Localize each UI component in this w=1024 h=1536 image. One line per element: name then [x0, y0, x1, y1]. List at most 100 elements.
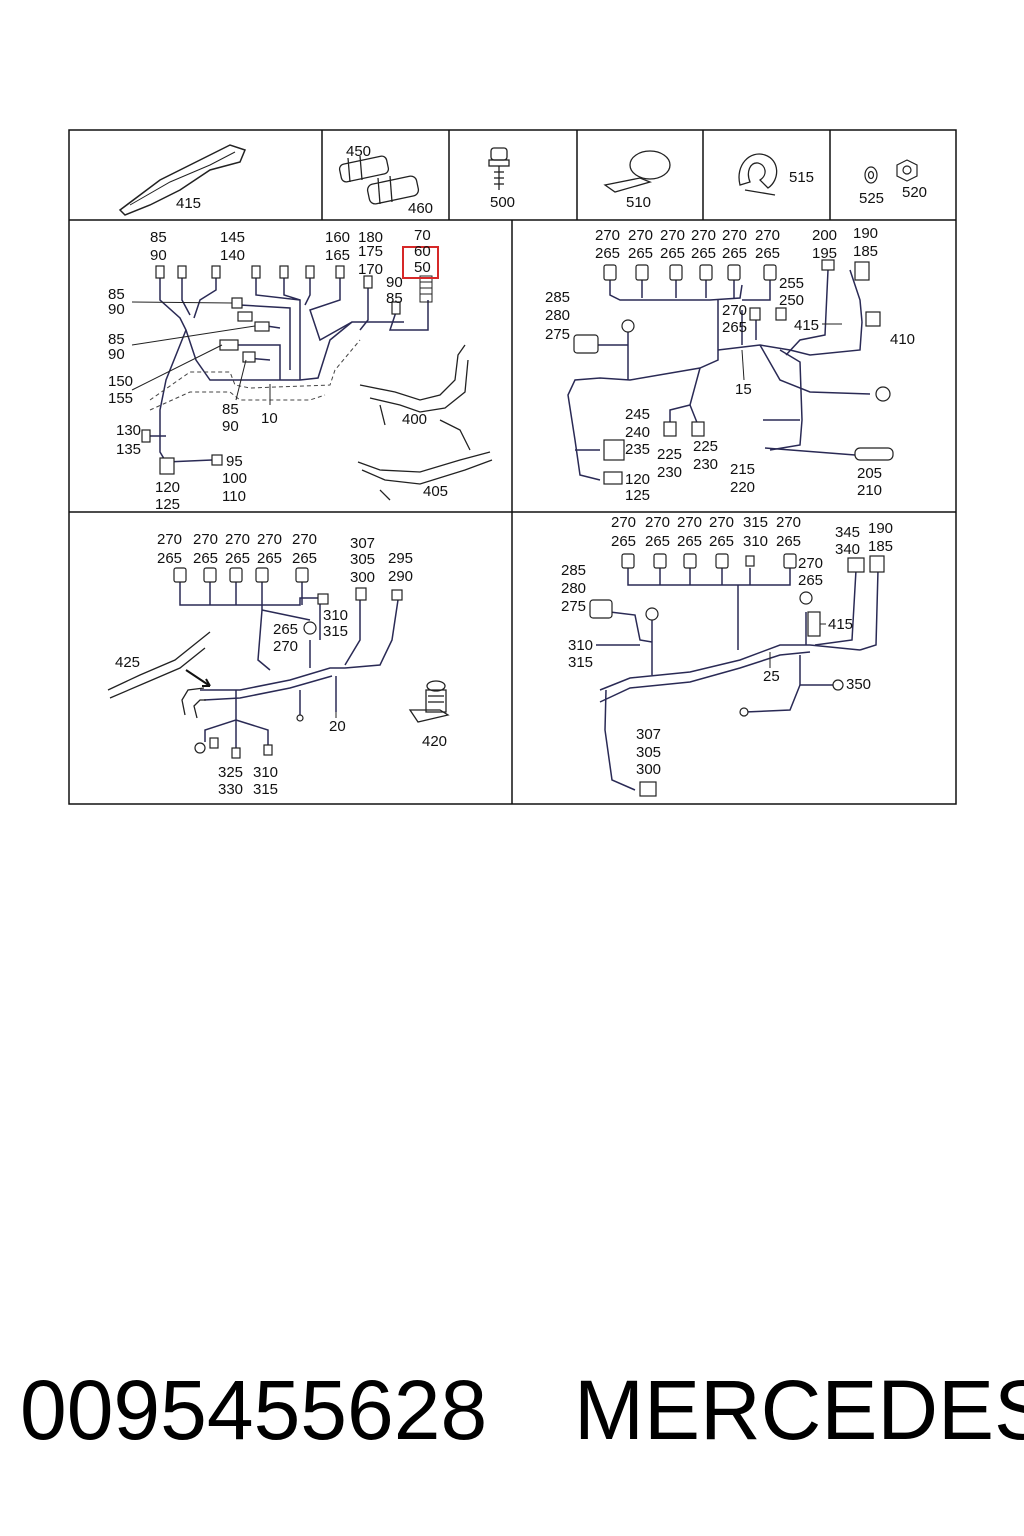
label-135: 135 — [116, 441, 141, 458]
label-450: 450 — [346, 143, 371, 160]
connectors-br — [589, 553, 885, 797]
label-305-bl: 305 — [350, 551, 375, 568]
label-130: 130 — [116, 422, 141, 439]
panel-top-left: 85 90 145 140 160 165 180 175 170 70 60 … — [108, 227, 493, 513]
wiring-channel-drawing — [118, 144, 247, 216]
leader-lines-tl — [131, 301, 271, 405]
label-200: 200 — [812, 227, 837, 244]
label-270-bl-2: 270 — [193, 531, 218, 548]
connector-sleeve-450 — [338, 155, 390, 183]
label-190-br: 190 — [868, 520, 893, 537]
label-90-c: 90 — [222, 418, 239, 435]
label-85-side: 85 — [386, 290, 403, 307]
part-500-cell: 500 — [488, 147, 515, 211]
label-350: 350 — [846, 676, 871, 693]
label-125: 125 — [155, 496, 180, 513]
label-210: 210 — [857, 482, 882, 499]
label-315-bl-a: 315 — [323, 623, 348, 640]
label-155: 155 — [108, 390, 133, 407]
label-90-b: 90 — [108, 346, 125, 363]
label-270-br-side: 270 — [798, 555, 823, 572]
label-270-side: 270 — [722, 302, 747, 319]
label-265-bl-4: 265 — [257, 550, 282, 567]
label-20: 20 — [329, 718, 346, 735]
label-265-br-4: 265 — [709, 533, 734, 550]
label-425: 425 — [115, 654, 140, 671]
label-270-5: 270 — [722, 227, 747, 244]
label-165: 165 — [325, 247, 350, 264]
label-240: 240 — [625, 424, 650, 441]
label-265-2: 265 — [628, 245, 653, 262]
label-300-br: 300 — [636, 761, 661, 778]
brand-name: MERCEDES — [574, 1363, 1024, 1457]
label-270-br-3: 270 — [677, 514, 702, 531]
label-270-2: 270 — [628, 227, 653, 244]
label-70: 70 — [414, 227, 431, 244]
label-235: 235 — [625, 441, 650, 458]
panel-bottom-left: 270 270 270 270 270 265 265 265 265 265 … — [107, 531, 450, 798]
label-270-br-4: 270 — [709, 514, 734, 531]
label-60: 60 — [414, 243, 431, 260]
label-310-br-top: 310 — [743, 533, 768, 550]
label-270-br-5: 270 — [776, 514, 801, 531]
label-295: 295 — [388, 550, 413, 567]
label-265-bl-1: 265 — [157, 550, 182, 567]
label-290: 290 — [388, 568, 413, 585]
label-420: 420 — [422, 733, 447, 750]
label-305-br: 305 — [636, 744, 661, 761]
label-510: 510 — [626, 194, 651, 211]
harness-wires-br — [596, 568, 879, 791]
label-245: 245 — [625, 406, 650, 423]
label-270-1: 270 — [595, 227, 620, 244]
part-number: 0095455628 — [20, 1363, 488, 1457]
bolt-500-icon — [488, 147, 510, 190]
panel-bottom-right: 270 270 270 270 315 270 265 265 265 265 … — [561, 514, 893, 797]
label-315-bl-b: 315 — [253, 781, 278, 798]
diagram-frame — [68, 129, 957, 805]
label-315-br-top: 315 — [743, 514, 768, 531]
connectors-tr — [573, 259, 894, 485]
label-307-bl: 307 — [350, 535, 375, 552]
label-415: 415 — [176, 195, 201, 212]
washer-525-icon — [864, 166, 878, 184]
panel-top-right: 270 270 270 270 270 270 265 265 265 265 … — [545, 225, 915, 504]
relay-50-60-70 — [419, 275, 433, 303]
leader-lines-tr — [741, 323, 842, 381]
part-400-channel — [359, 344, 469, 426]
label-100: 100 — [222, 470, 247, 487]
label-315-br: 315 — [568, 654, 593, 671]
hose-elbow — [181, 687, 206, 719]
label-265-5: 265 — [722, 245, 747, 262]
wiring-diagram-sheet: 415 450 460 500 510 — [68, 129, 957, 805]
dashed-outline-tl — [149, 339, 361, 411]
label-525: 525 — [859, 190, 884, 207]
label-270-4: 270 — [691, 227, 716, 244]
label-265-br-side: 265 — [798, 572, 823, 589]
part-420-icon — [408, 680, 450, 723]
harness-wires-tr — [567, 269, 871, 481]
harness-wires-tl — [145, 278, 429, 463]
label-285-br: 285 — [561, 562, 586, 579]
label-140: 140 — [220, 247, 245, 264]
label-85-top: 85 — [150, 229, 167, 246]
label-285: 285 — [545, 289, 570, 306]
label-265-4: 265 — [691, 245, 716, 262]
label-85-a: 85 — [108, 286, 125, 303]
label-25: 25 — [763, 668, 780, 685]
label-15: 15 — [735, 381, 752, 398]
label-225-a: 225 — [657, 446, 682, 463]
label-265-bl-2: 265 — [193, 550, 218, 567]
label-515: 515 — [789, 169, 814, 186]
part-405-channel — [357, 419, 493, 501]
label-300-bl: 300 — [350, 569, 375, 586]
label-215: 215 — [730, 461, 755, 478]
label-145: 145 — [220, 229, 245, 246]
label-170: 170 — [358, 261, 383, 278]
connectors-bl — [173, 567, 403, 759]
label-90-top: 90 — [150, 247, 167, 264]
label-270-bl-1: 270 — [157, 531, 182, 548]
label-310-bl-a: 310 — [323, 607, 348, 624]
label-195: 195 — [812, 245, 837, 262]
label-415-tr: 415 — [794, 317, 819, 334]
label-160: 160 — [325, 229, 350, 246]
